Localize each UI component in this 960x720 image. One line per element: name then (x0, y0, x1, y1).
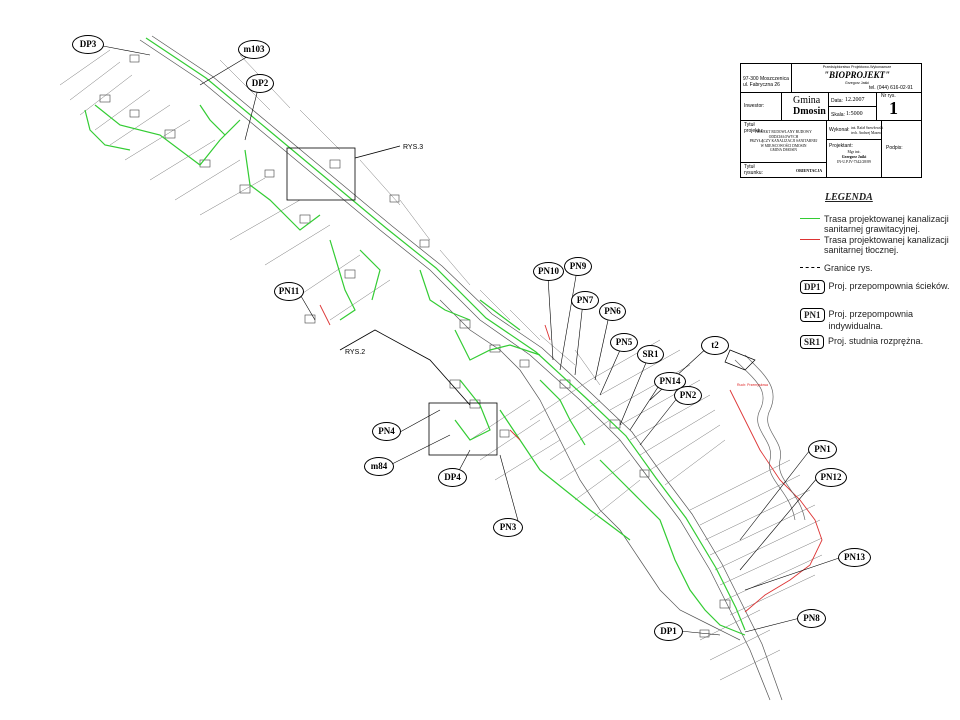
callout-PN8[interactable]: PN8 (797, 609, 826, 628)
callout-PN11[interactable]: PN11 (274, 282, 304, 301)
drawing-title-label: Tytuł rysunku: (744, 164, 763, 176)
callout-PN12[interactable]: PN12 (815, 468, 847, 487)
date-label: Data: (831, 98, 843, 104)
title-block: 97-300 Moszczenica ul. Fabryczna 26 Prze… (740, 63, 922, 178)
callout-t2[interactable]: t2 (701, 336, 729, 355)
callout-PN3[interactable]: PN3 (493, 518, 523, 537)
company-small: Przedsiębiorstwo Projektowo-Wykonawcze (822, 65, 892, 69)
rys3-label: RYS.3 (403, 144, 423, 151)
callout-PN13[interactable]: PN13 (838, 548, 871, 567)
company-address-2: ul. Fabryczna 26 (743, 82, 780, 88)
river (734, 354, 806, 521)
company-phone: tel. (044) 616-02-91 (869, 85, 913, 91)
callout-PN4[interactable]: PN4 (372, 422, 401, 441)
legend-sr: SR1 Proj. studnia rozprężna. (800, 335, 923, 349)
designer-values: Mgr inż. Grzegorz Jaśki IN-U.P.IV-7342/2… (837, 150, 871, 164)
executed-value-1: inż. Rafał Szewłowski (851, 126, 884, 130)
company-name: "BIOPROJEKT" (823, 70, 890, 80)
company-address-1: 97-300 Moszczenica (743, 76, 789, 82)
sr-symbol: SR1 (800, 335, 825, 349)
legend-pn: PN1 Proj. przepompownia indywidualna. (800, 308, 955, 332)
pn-symbol: PN1 (800, 308, 825, 322)
callout-PN10[interactable]: PN10 (533, 262, 564, 281)
bounds-line-swatch (800, 263, 820, 273)
parcel-lines (59, 49, 823, 681)
legend-pressure: Trasa projektowanej kanalizacji sanitarn… (800, 235, 949, 255)
callout-m84[interactable]: m84 (364, 457, 394, 476)
investor-value-1: Gmina (793, 95, 821, 106)
rys2-label: RYS.2 (345, 349, 365, 356)
callout-DP4[interactable]: DP4 (438, 468, 467, 487)
legend-title: LEGENDA (825, 192, 873, 203)
callout-DP1[interactable]: DP1 (654, 622, 683, 641)
buildings (99, 54, 731, 638)
drawing-number-value: 1 (889, 98, 898, 118)
pressure-sewer-lines (319, 304, 823, 613)
legend-gravity: Trasa projektowanej kanalizacji sanitarn… (800, 214, 949, 234)
investor-value-2: Dmosin (793, 106, 826, 117)
road-corridor (139, 35, 783, 701)
drawing-number-label: Nr rys. (881, 93, 896, 99)
pump-station-symbol (724, 349, 756, 371)
callout-PN9[interactable]: PN9 (564, 257, 592, 276)
river-label: Ruch: Przemysłowa (737, 383, 768, 387)
gravity-sewer-lines (84, 37, 746, 636)
designer-label: Projektant: (829, 143, 853, 149)
callout-PN14[interactable]: PN14 (654, 372, 686, 391)
callout-SR1[interactable]: SR1 (637, 345, 664, 364)
callout-PN6[interactable]: PN6 (599, 302, 626, 321)
scale-label: Skala: (831, 112, 845, 118)
investor-label: Inwestor: (744, 103, 765, 109)
scale-value: 1:5000 (846, 111, 863, 117)
project-title-label: Tytuł projektu: (744, 122, 764, 134)
legend-bounds: Granice rys. (800, 263, 873, 273)
callout-leaders (102, 45, 843, 636)
callout-PN1[interactable]: PN1 (808, 440, 837, 459)
callout-m103[interactable]: m103 (238, 40, 270, 59)
callout-PN2[interactable]: PN2 (674, 386, 702, 405)
date-value: 12.2007 (845, 97, 865, 103)
callout-DP2[interactable]: DP2 (246, 74, 274, 93)
pressure-line-swatch (800, 235, 820, 245)
project-title-lines: PROJEKT BUDOWLANY BUDOWY ODDZIAŁOWYCH PR… (749, 130, 818, 152)
callout-PN5[interactable]: PN5 (610, 333, 638, 352)
sheet-boundaries (286, 145, 498, 456)
executed-label: Wykonał: (829, 127, 850, 133)
signature-label: Podpis: (886, 145, 903, 151)
callout-PN7[interactable]: PN7 (571, 291, 599, 310)
gravity-line-swatch (800, 214, 820, 224)
company-owner: Grzegorz Jaśki (845, 81, 869, 85)
executed-value-2: tech. Andrzej Mazera (851, 131, 882, 135)
callout-DP3[interactable]: DP3 (72, 35, 104, 54)
dp-symbol: DP1 (800, 280, 825, 294)
drawing-title-value: ORIENTACJA (796, 168, 823, 173)
legend-dp: DP1 Proj. przepompownia ścieków. (800, 280, 950, 294)
